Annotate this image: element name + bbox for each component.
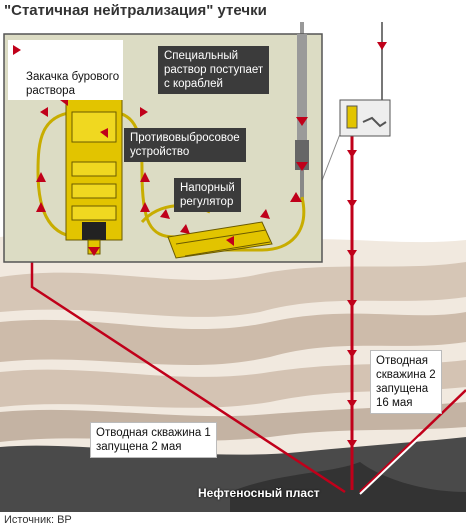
- label-relief-well-2: Отводная скважина 2 запущена 16 мая: [370, 350, 442, 414]
- chart-title: "Статичная нейтрализация" утечки: [4, 2, 267, 19]
- label-relief-well-1: Отводная скважина 1 запущена 2 мая: [90, 422, 217, 458]
- inset-flow-arrows: [19, 46, 308, 256]
- main-well-arrows: [347, 42, 387, 448]
- label-special-fluid: Специальный раствор поступает с кораблей: [158, 46, 270, 94]
- label-blowout-preventer: Противовыбросовое устройство: [124, 128, 246, 162]
- source-note: Источник: BP: [4, 514, 72, 526]
- flow-arrow-icon: [13, 45, 21, 55]
- legend-drilling-fluid: Закачка бурового раствора: [8, 40, 124, 100]
- main-wellhead: [339, 99, 391, 137]
- legend-label: Закачка бурового раствора: [26, 71, 120, 97]
- label-pressure-regulator: Напорный регулятор: [174, 178, 241, 212]
- relief-well-2: [359, 389, 466, 493]
- label-oil-reservoir: Нефтеносный пласт: [198, 486, 320, 500]
- relief-well-1: [30, 260, 346, 494]
- pressure-regulator-icon: [167, 221, 273, 259]
